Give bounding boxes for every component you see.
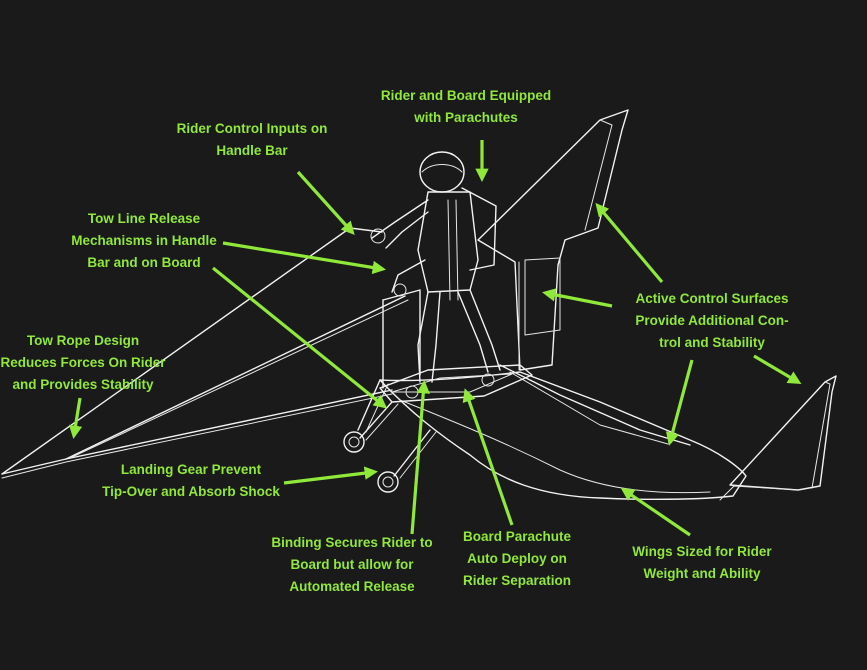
arrow-active-surfaces-panel <box>542 288 613 308</box>
label-active-surfaces: Active Control Surfaces Provide Addition… <box>635 291 789 350</box>
label-wings: Wings Sized for Rider Weight and Ability <box>632 544 772 581</box>
arrow-board-parachute <box>462 388 514 526</box>
board <box>379 289 533 403</box>
arrow-control-inputs <box>296 170 355 235</box>
label-board-parachute: Board Parachute Auto Deploy on Rider Sep… <box>462 529 572 588</box>
arrow-tow-release-board <box>211 266 388 409</box>
arrow-active-surfaces-fin <box>595 202 664 284</box>
label-landing-gear: Landing Gear Prevent Tip-Over and Absorb… <box>102 462 280 499</box>
arrow-active-surfaces-wing <box>665 359 694 446</box>
label-tow-rope: Tow Rope Design Reduces Forces On Rider … <box>0 333 166 392</box>
label-parachutes: Rider and Board Equipped with Parachutes <box>380 88 552 125</box>
arrow-landing-gear <box>283 466 379 485</box>
rear-fin <box>719 375 837 501</box>
callout-arrows <box>68 140 802 537</box>
vertical-fin <box>477 109 629 371</box>
arrow-wings <box>620 487 691 537</box>
label-tow-release: Tow Line Release Mechanisms in Handle Ba… <box>71 211 217 270</box>
arrow-tow-release-handle <box>222 241 386 275</box>
rider-figure <box>370 151 501 383</box>
arrow-active-surfaces-rear <box>753 354 802 385</box>
label-binding: Binding Secures Rider to Board but allow… <box>271 535 433 594</box>
arrow-tow-rope <box>68 397 83 439</box>
label-control-inputs: Rider Control Inputs on Handle Bar <box>176 121 328 158</box>
arrow-binding <box>410 379 430 535</box>
